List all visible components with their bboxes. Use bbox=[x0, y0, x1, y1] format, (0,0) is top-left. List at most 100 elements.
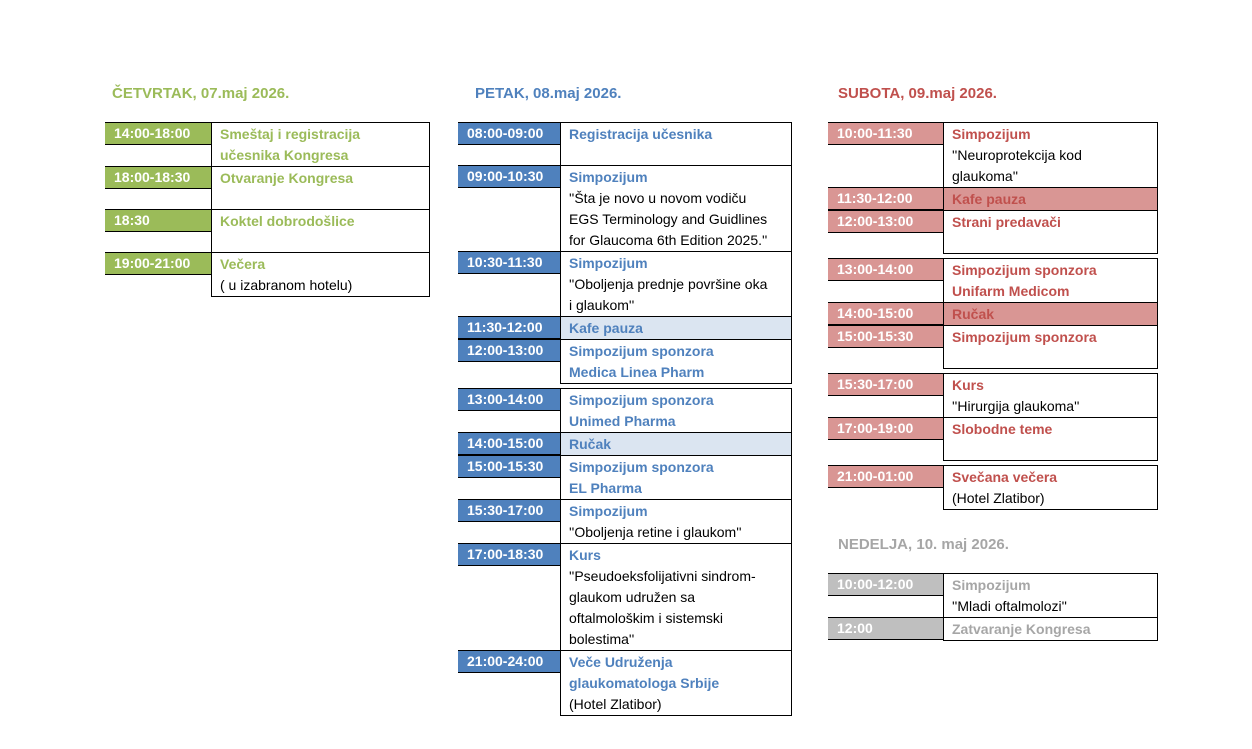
event-text-line: for Glaucoma 6th Edition 2025.'' bbox=[569, 232, 768, 248]
event-row: 14:00-15:00 Ručak bbox=[458, 432, 792, 456]
event-text-line: Simpozijum bbox=[569, 169, 648, 185]
event-text-line: Simpozijum bbox=[569, 255, 648, 271]
event-text-line: Simpozijum sponzora bbox=[569, 392, 714, 408]
time-range: 21:00-01:00 bbox=[828, 465, 943, 488]
event-description-cell: Svečana večera(Hotel Zlatibor) bbox=[943, 465, 1158, 510]
day-header-subota: SUBOTA, 09.maj 2026. bbox=[838, 85, 997, 102]
event-description-cell: Kurs''Pseudoeksfolijativni sindrom-glauk… bbox=[560, 543, 792, 651]
time-range: 11:30-12:00 bbox=[828, 187, 943, 210]
event-text-line: ''Hirurgija glaukoma'' bbox=[952, 398, 1080, 414]
event-description-cell: Smeštaj i registracija učesnika Kongresa bbox=[211, 122, 430, 167]
time-range: 10:00-11:30 bbox=[828, 122, 943, 145]
event-text-line: Otvaranje Kongresa bbox=[220, 170, 354, 186]
event-text-line: ''Oboljenja retine i glaukom'' bbox=[569, 524, 742, 540]
event-description-cell: Slobodne teme bbox=[943, 417, 1158, 461]
event-description-cell: Simpozijum''Mladi oftalmolozi'' bbox=[943, 573, 1158, 618]
day-header-cetvrtak: ČETVRTAK, 07.maj 2026. bbox=[112, 85, 290, 102]
event-text-line: ( u izabranom hotelu) bbox=[220, 277, 353, 293]
day-header-nedelja: NEDELJA, 10. maj 2026. bbox=[838, 536, 1009, 553]
time-range: 21:00-24:00 bbox=[458, 650, 560, 673]
event-text-line: (Hotel Zlatibor) bbox=[569, 696, 662, 712]
time-cell: 17:00-19:00 bbox=[828, 417, 943, 461]
event-text-line: ''Oboljenja prednje površine oka bbox=[569, 276, 768, 292]
event-text-line: Registracija učesnika bbox=[569, 126, 713, 142]
event-text-line: Medica Linea Pharm bbox=[569, 364, 705, 380]
time-range: 10:30-11:30 bbox=[458, 251, 560, 274]
event-text-line: Simpozijum bbox=[952, 577, 1031, 593]
event-text-line: Ručak bbox=[569, 436, 612, 452]
time-range: 11:30-12:00 bbox=[458, 316, 560, 339]
event-text-line: glaukomatologa Srbije bbox=[569, 675, 720, 691]
event-text-line: Unimed Pharma bbox=[569, 413, 676, 429]
time-range: 12:00 bbox=[828, 617, 943, 640]
event-text-line: Kurs bbox=[952, 377, 984, 393]
event-text-line: bolestima'' bbox=[569, 631, 635, 647]
time-cell: 12:00-13:00 bbox=[828, 210, 943, 254]
event-text-line: učesnika Kongresa bbox=[220, 147, 349, 163]
event-text-line: EL Pharma bbox=[569, 480, 642, 496]
event-description-cell: Ručak bbox=[943, 302, 1158, 326]
time-cell: 18:00-18:30 bbox=[105, 166, 211, 210]
event-row: 17:00-19:00 Slobodne teme bbox=[828, 417, 1158, 461]
time-cell: 10:30-11:30 bbox=[458, 251, 560, 317]
time-range: 18:30 bbox=[105, 209, 211, 232]
event-description-cell: Kafe pauza bbox=[560, 316, 792, 340]
time-range: 17:00-19:00 bbox=[828, 417, 943, 440]
event-text-line: Smeštaj i registracija bbox=[220, 126, 361, 142]
event-row: 21:00-24:00 Veče Udruženja glaukomatologa … bbox=[458, 650, 792, 716]
time-cell: 15:30-17:00 bbox=[458, 499, 560, 544]
event-description-cell: Strani predavači bbox=[943, 210, 1158, 254]
time-cell: 13:00-14:00 bbox=[458, 388, 560, 433]
time-cell: 11:30-12:00 bbox=[458, 316, 560, 340]
time-range: 14:00-15:00 bbox=[458, 432, 560, 455]
event-text-line: Slobodne teme bbox=[952, 421, 1053, 437]
time-range: 14:00-15:00 bbox=[828, 302, 943, 325]
event-text-line: Ručak bbox=[952, 306, 995, 322]
time-range: 15:30-17:00 bbox=[458, 499, 560, 522]
time-range: 15:00-15:30 bbox=[828, 325, 943, 348]
time-cell: 15:00-15:30 bbox=[828, 325, 943, 369]
event-text-line: (Hotel Zlatibor) bbox=[952, 490, 1045, 506]
time-range: 08:00-09:00 bbox=[458, 122, 560, 145]
event-description-cell: Veče Udruženja glaukomatologa Srbije (Hote… bbox=[560, 650, 792, 716]
time-range: 12:00-13:00 bbox=[828, 210, 943, 233]
event-description-cell: Registracija učesnika bbox=[560, 122, 792, 166]
time-range: 15:00-15:30 bbox=[458, 455, 560, 478]
event-text-line: Unifarm Medicom bbox=[952, 283, 1070, 299]
event-text-line: ''Šta je novo u novom vodiču bbox=[569, 190, 747, 206]
event-text-line: Kafe pauza bbox=[569, 320, 643, 336]
event-description-cell: Otvaranje Kongresa bbox=[211, 166, 430, 210]
time-cell: 09:00-10:30 bbox=[458, 165, 560, 252]
time-cell: 15:30-17:00 bbox=[828, 373, 943, 418]
event-description-cell: Kurs ''Hirurgija glaukoma'' bbox=[943, 373, 1158, 418]
event-row: 09:00-10:30 Simpozijum ''Šta je novo u nov… bbox=[458, 165, 792, 252]
time-cell: 14:00-15:00 bbox=[458, 432, 560, 456]
time-cell: 13:00-14:00 bbox=[828, 258, 943, 303]
event-text-line: Veče Udruženja bbox=[569, 654, 673, 670]
event-text-line: EGS Terminology and Guidlines bbox=[569, 211, 768, 227]
event-text-line: ''Pseudoeksfolijativni sindrom- bbox=[569, 568, 756, 584]
event-row: 15:30-17:00 Kurs ''Hirurgija glaukoma'' bbox=[828, 373, 1158, 418]
event-text-line: i glaukom'' bbox=[569, 297, 635, 313]
time-cell: 14:00-15:00 bbox=[828, 302, 943, 326]
